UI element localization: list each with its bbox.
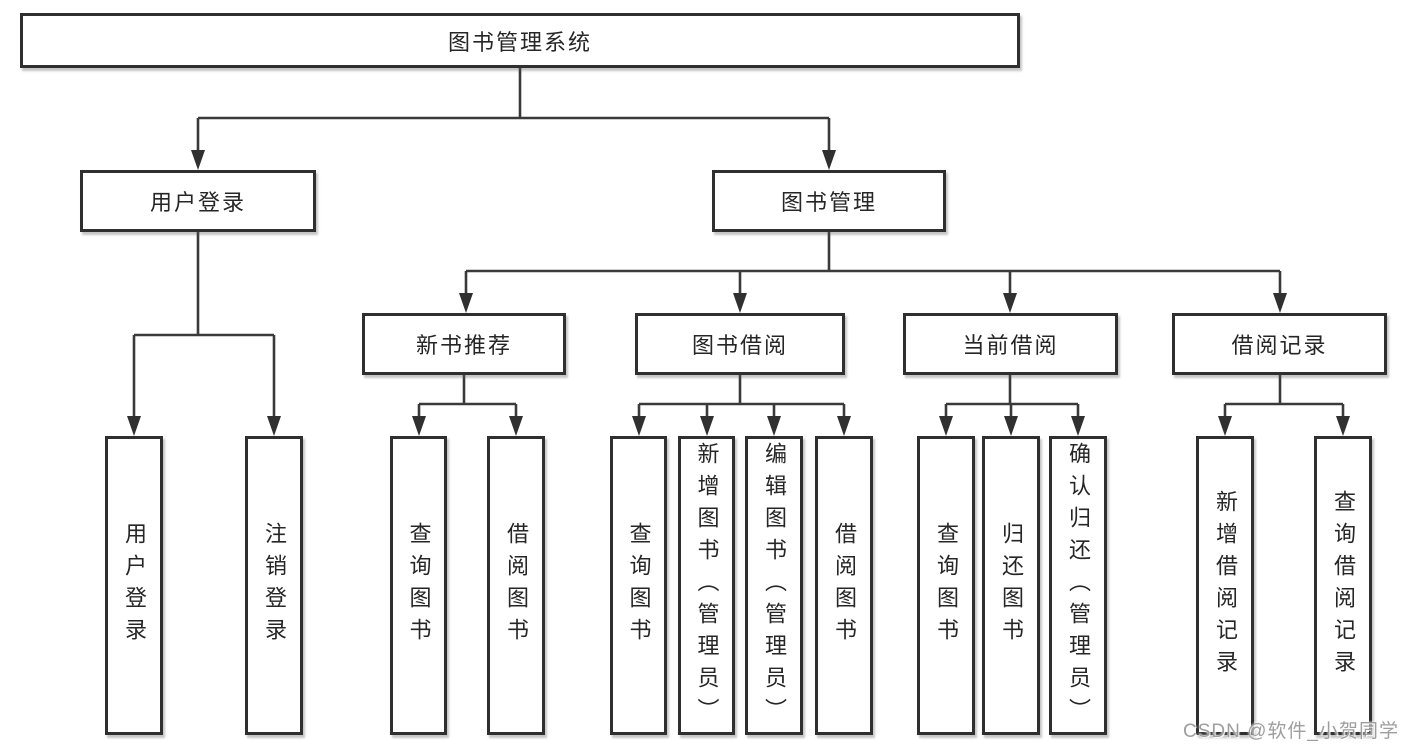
leaf-label: 新增借阅记录 — [1213, 489, 1238, 682]
node-leaf-edit-books-admin: 编辑图书（管理员） — [745, 436, 803, 735]
node-user-login-label: 用户登录 — [149, 190, 246, 215]
node-leaf-borrow-books-2: 借阅图书 — [815, 436, 873, 735]
arrowhead — [412, 416, 426, 436]
leaf-label: 归还图书 — [999, 521, 1024, 650]
node-book-mgmt: 图书管理 — [712, 170, 946, 232]
arrowhead — [767, 416, 781, 436]
leaf-label: 确认归还（管理员） — [1066, 441, 1091, 730]
leaf-label: 用户登录 — [122, 521, 147, 650]
arrowhead — [459, 293, 473, 313]
arrowhead — [700, 416, 714, 436]
node-new-books-label: 新书推荐 — [415, 333, 512, 358]
arrowhead — [1336, 416, 1350, 436]
leaf-label: 新增图书（管理员） — [694, 441, 720, 730]
edges-new-books-to-leaves — [412, 375, 523, 436]
node-borrow-records-label: 借阅记录 — [1231, 333, 1328, 358]
node-leaf-user-login: 用户登录 — [105, 436, 163, 735]
csdn-watermark: CSDN @软件_小贺同学 — [1183, 721, 1399, 742]
node-leaf-add-books-admin: 新增图书（管理员） — [678, 436, 735, 735]
leaf-label: 查询图书 — [934, 521, 959, 650]
node-root: 图书管理系统 — [20, 13, 1020, 68]
leaf-label: 查询借阅记录 — [1331, 489, 1356, 682]
edges-current-borrow-to-leaves — [939, 375, 1085, 436]
node-leaf-return-books: 归还图书 — [982, 436, 1040, 735]
edges-root-to-level2 — [191, 68, 836, 170]
arrowhead — [822, 150, 836, 170]
node-new-books: 新书推荐 — [362, 313, 566, 375]
node-leaf-query-books-3: 查询图书 — [917, 436, 975, 735]
edges-user-login-to-leaves — [127, 232, 281, 436]
node-user-login: 用户登录 — [80, 170, 316, 232]
arrowhead — [267, 416, 281, 436]
leaf-label: 借阅图书 — [504, 521, 529, 650]
node-current-borrow: 当前借阅 — [903, 313, 1118, 375]
node-leaf-query-borrow-record: 查询借阅记录 — [1314, 436, 1372, 735]
node-borrow-records: 借阅记录 — [1172, 313, 1387, 375]
leaf-label: 编辑图书（管理员） — [762, 441, 787, 730]
node-book-borrow-label: 图书借阅 — [691, 333, 788, 358]
arrowhead — [509, 416, 523, 436]
node-current-borrow-label: 当前借阅 — [962, 333, 1059, 358]
arrowhead — [733, 293, 747, 313]
arrowhead — [837, 416, 851, 436]
leaf-label: 查询图书 — [626, 521, 652, 650]
edges-borrow-records-to-leaves — [1218, 375, 1350, 436]
node-book-mgmt-label: 图书管理 — [780, 190, 877, 215]
node-leaf-confirm-return-admin: 确认归还（管理员） — [1049, 436, 1107, 735]
edges-book-borrow-to-leaves — [632, 375, 851, 436]
node-leaf-add-borrow-record: 新增借阅记录 — [1196, 436, 1254, 735]
arrowhead — [1003, 293, 1017, 313]
edges-book-mgmt-to-level3 — [459, 232, 1287, 313]
arrowhead — [939, 416, 953, 436]
leaf-label: 查询图书 — [406, 521, 432, 650]
arrowhead — [1218, 416, 1232, 436]
arrowhead — [1071, 416, 1085, 436]
arrowhead — [1004, 416, 1018, 436]
arrowhead — [191, 150, 205, 170]
node-leaf-borrow-books-1: 借阅图书 — [487, 436, 545, 735]
node-book-borrow: 图书借阅 — [635, 313, 845, 375]
node-leaf-logout: 注销登录 — [245, 436, 303, 735]
arrowhead — [632, 416, 646, 436]
node-leaf-query-books-1: 查询图书 — [390, 436, 447, 735]
node-leaf-query-books-2: 查询图书 — [610, 436, 667, 735]
arrowhead — [1273, 293, 1287, 313]
arrowhead — [127, 416, 141, 436]
node-root-label: 图书管理系统 — [447, 29, 592, 55]
leaf-label: 注销登录 — [262, 521, 287, 650]
leaf-label: 借阅图书 — [832, 521, 857, 650]
